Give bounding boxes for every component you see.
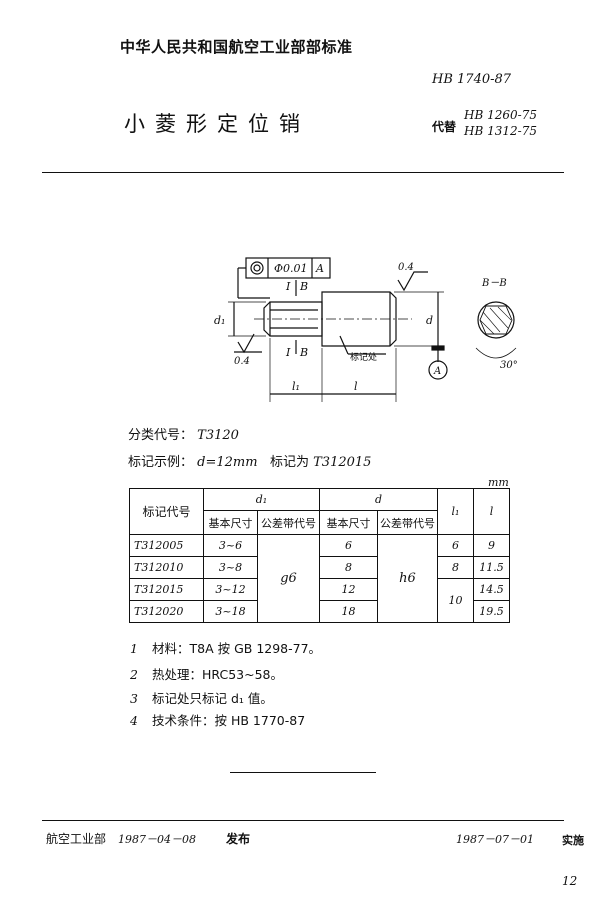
technical-drawing: Φ0.01 A 0.4 0.4 I B I B B－B 30° d₁ d l₁ …	[214, 257, 518, 402]
example-result-label: 标记为	[269, 455, 309, 470]
angle-label: 30°	[500, 360, 518, 371]
table-row: T312020 3~18 18 19.5	[129, 600, 510, 623]
classification-line: 分类代号： T3120	[128, 424, 239, 443]
dim-d: d	[426, 314, 433, 327]
page-number: 12	[562, 874, 578, 888]
tolerance-datum: A	[315, 262, 324, 275]
row-l1: 10	[437, 578, 474, 623]
row-d: 8	[319, 556, 378, 579]
dimension-table: 标记代号 d₁ d l₁ l 基本尺寸 公差带代号 基本尺寸 公差带代号 T31…	[129, 488, 510, 623]
roughness-right: 0.4	[398, 262, 414, 273]
section-view-label: B－B	[481, 278, 507, 289]
row-l1: 8	[437, 556, 474, 579]
organization-title: 中华人民共和国航空工业部部标准	[120, 38, 353, 56]
issue-date: 1987－04－08	[118, 833, 196, 846]
row-code: T312005	[129, 534, 204, 557]
row-code: T312010	[129, 556, 204, 579]
table-row: T312005 3~6 g6 6 h6 6 9	[129, 534, 510, 623]
header-d1: d₁	[203, 488, 320, 511]
marking-location: 标记处	[350, 351, 377, 363]
header-d-tolerance: 公差带代号	[377, 510, 438, 535]
tolerance-value: Φ0.01	[274, 262, 308, 275]
effective-date: 1987－07－01	[456, 833, 534, 846]
header-l1: l₁	[437, 488, 474, 535]
header-code: 标记代号	[129, 488, 204, 535]
row-l: 11.5	[473, 556, 510, 579]
header-d1-tolerance: 公差带代号	[257, 510, 320, 535]
replaces-standard-1: HB 1260-75	[464, 108, 537, 122]
document-title: 小菱形定位销	[124, 112, 310, 136]
row-d1: 3~18	[203, 600, 258, 623]
roughness-left: 0.4	[234, 356, 250, 367]
standard-code: HB 1740-87	[432, 72, 512, 87]
row-l: 14.5	[473, 578, 510, 601]
row-l: 9	[473, 534, 510, 557]
issue-label: 发布	[226, 832, 251, 846]
dim-l1: l₁	[292, 380, 300, 393]
section-marker-bottom: I	[285, 346, 291, 359]
table-row: T312015 3~12 12 10 14.5	[129, 578, 510, 623]
section-marker-top: I	[285, 280, 291, 293]
header-d: d	[319, 488, 438, 511]
row-l1: 6	[437, 534, 474, 557]
row-d1: 3~6	[203, 534, 258, 557]
table-row: T312010 3~8 8 8 11.5	[129, 556, 510, 579]
header-l: l	[473, 488, 510, 535]
datum-circle-label: A	[433, 366, 441, 377]
section-label-bottom: B	[299, 346, 308, 359]
replaces-label: 代替	[432, 120, 457, 134]
table-unit: mm	[488, 476, 509, 489]
row-d: 12	[319, 578, 378, 601]
marking-example-line: 标记示例： d=12mm 标记为 T312015	[128, 451, 371, 470]
header-d1-basic: 基本尺寸	[203, 510, 258, 535]
row-d1: 3~12	[203, 578, 258, 601]
row-d: 18	[319, 600, 378, 623]
effective-label: 实施	[562, 834, 584, 847]
section-label-top: B	[299, 280, 308, 293]
replaces-standard-2: HB 1312-75	[464, 124, 537, 138]
footer-rule	[42, 820, 564, 821]
header-d-basic: 基本尺寸	[319, 510, 378, 535]
end-rule	[230, 772, 376, 773]
classification-code: T3120	[197, 428, 239, 443]
row-l: 19.5	[473, 600, 510, 623]
section-view	[477, 301, 515, 339]
row-code: T312020	[129, 600, 204, 623]
row-d1: 3~8	[203, 556, 258, 579]
d1-tolerance-code: g6	[257, 534, 320, 623]
issuer: 航空工业部	[46, 832, 107, 846]
d-tolerance-code: h6	[377, 534, 438, 623]
dim-d1: d₁	[214, 314, 225, 327]
example-condition: d=12mm	[197, 455, 258, 470]
classification-label: 分类代号：	[128, 428, 194, 443]
row-d: 6	[319, 534, 378, 557]
example-label: 标记示例：	[128, 455, 194, 470]
example-result: T312015	[313, 455, 372, 470]
header-rule	[42, 172, 564, 173]
row-code: T312015	[129, 578, 204, 601]
dim-l: l	[354, 380, 358, 393]
